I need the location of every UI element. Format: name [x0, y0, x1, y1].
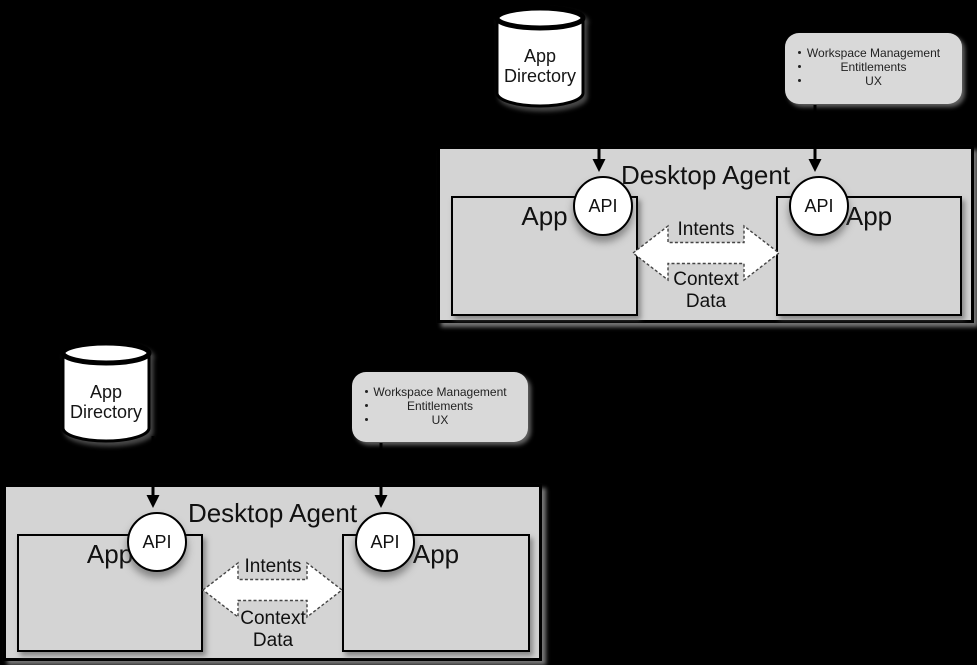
app-box-right: App — [342, 534, 530, 652]
context-data-label: Context Data — [673, 269, 739, 312]
capability-label: Entitlements — [840, 60, 907, 74]
bullet-icon — [798, 65, 801, 68]
bullet-icon — [798, 51, 801, 54]
capability-item: UX — [785, 74, 962, 88]
api-circle-left: API — [127, 512, 187, 572]
capabilities-to-api-arrow-icon — [374, 443, 388, 508]
intents-label: Intents — [244, 556, 302, 577]
desktop-agent-title: Desktop Agent — [187, 498, 358, 528]
app-label: App — [86, 539, 134, 569]
double-arrow-icon — [202, 561, 343, 619]
app-label: App — [412, 539, 460, 569]
intents-label: Intents — [677, 219, 735, 240]
app-directory-label: App Directory — [503, 46, 576, 86]
bullet-icon — [365, 418, 368, 421]
capability-label: UX — [431, 413, 449, 427]
api-circle-right: API — [355, 512, 415, 572]
capability-item: UX — [352, 413, 528, 427]
desktop-agent-title: Desktop Agent — [620, 160, 791, 190]
api-circle-right: API — [789, 176, 849, 236]
app-box-right: App — [776, 196, 962, 316]
app-label: App — [521, 201, 568, 231]
double-arrow-icon — [632, 224, 780, 282]
app-label: App — [845, 201, 893, 231]
app-box-left: App — [17, 534, 203, 652]
capability-item: Workspace Management — [352, 385, 528, 399]
capability-label: UX — [865, 74, 882, 88]
capability-item: Workspace Management — [785, 46, 962, 60]
capabilities-to-api-arrow-icon — [808, 105, 822, 172]
context-data-label: Context Data — [240, 608, 306, 651]
app-directory-cylinder-icon — [494, 5, 586, 108]
agent-capabilities-box: Workspace Management Entitlements UX — [785, 33, 962, 104]
capability-label: Workspace Management — [373, 385, 507, 399]
desktop-agent-box: Desktop Agent App App API API — [3, 484, 542, 661]
directory-to-api-arrow-icon — [592, 100, 606, 172]
app-directory-cylinder-icon — [60, 340, 152, 443]
capability-item: Entitlements — [785, 60, 962, 74]
capability-item: Entitlements — [352, 399, 528, 413]
app-directory-label: App Directory — [69, 382, 142, 422]
directory-to-api-arrow-icon — [146, 436, 160, 508]
capability-label: Workspace Management — [806, 46, 941, 60]
bullet-icon — [365, 390, 368, 393]
api-circle-left: API — [573, 176, 633, 236]
desktop-agent-box: Desktop Agent App App API API — [437, 146, 974, 323]
agent-capabilities-box: Workspace Management Entitlements UX — [352, 372, 528, 442]
bullet-icon — [798, 79, 801, 82]
capability-label: Entitlements — [406, 399, 474, 413]
app-box-left: App — [451, 196, 638, 316]
bullet-icon — [365, 404, 368, 407]
